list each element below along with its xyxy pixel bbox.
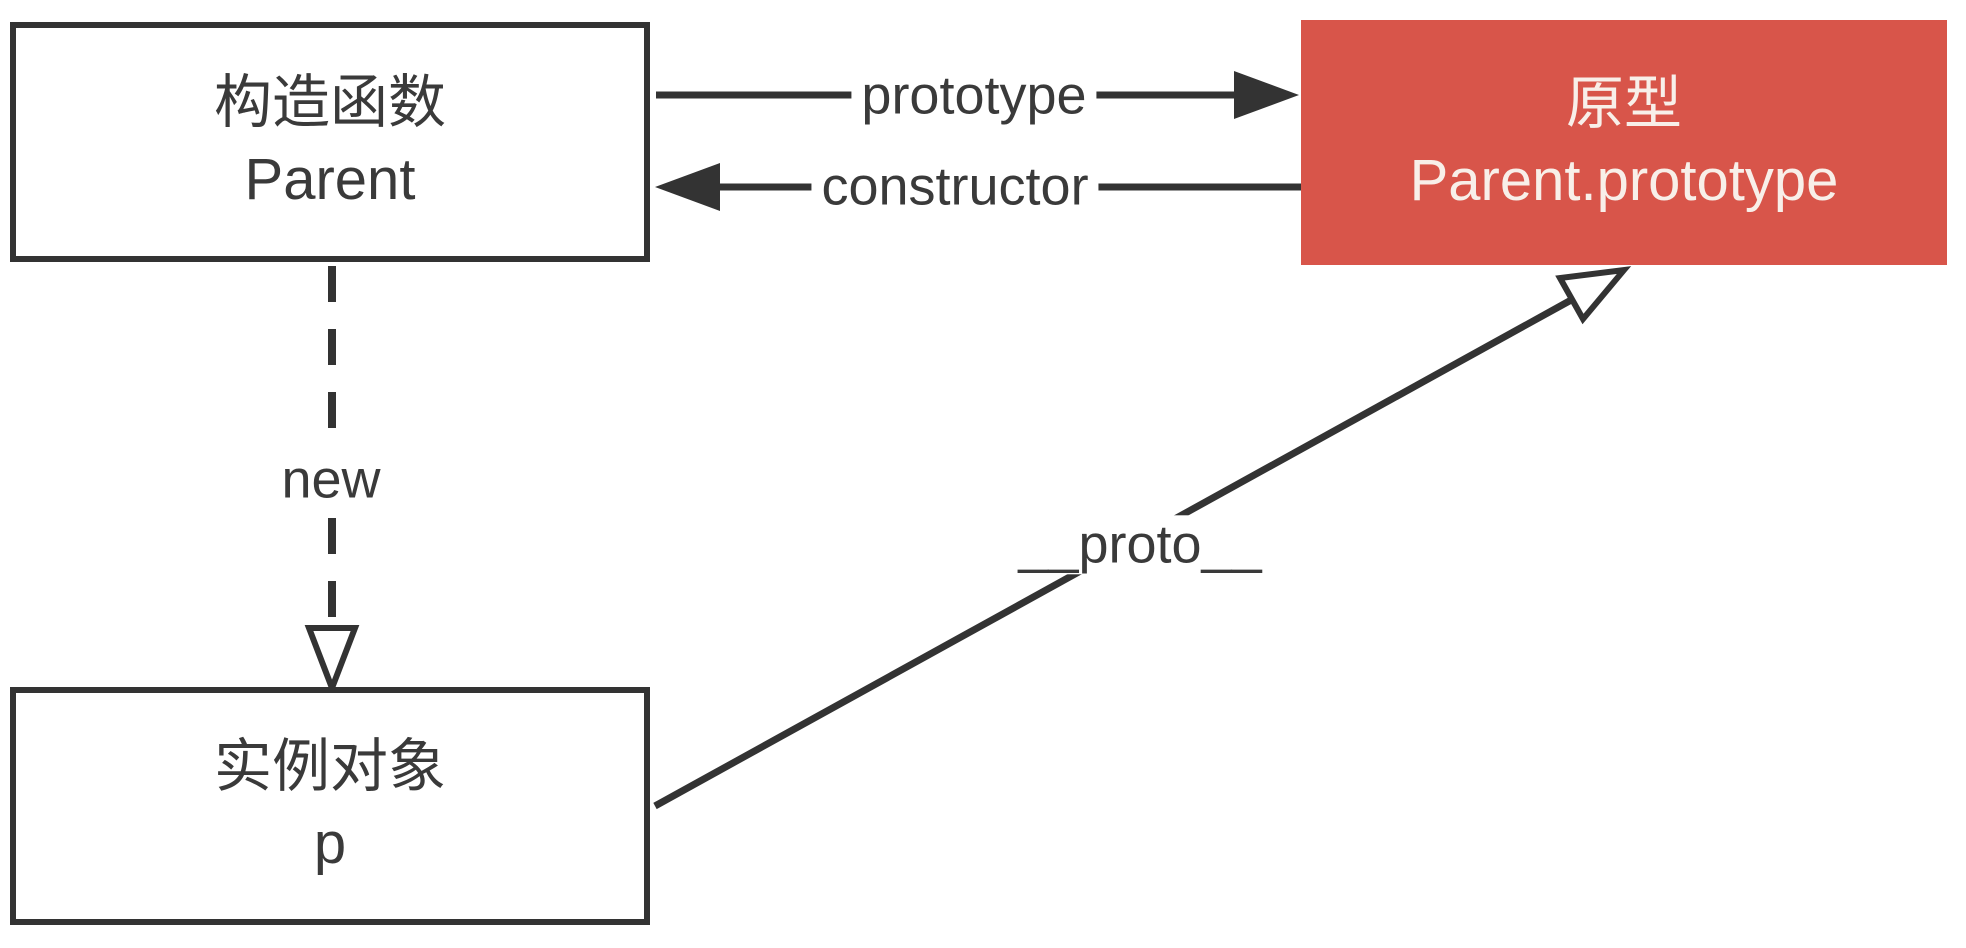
prototype-object-node: 原型 Parent.prototype (1301, 20, 1947, 265)
instance-node-title: 实例对象 (213, 734, 446, 800)
instance-node-name: p (313, 811, 347, 876)
constructor-node-title: 构造函数 (213, 70, 446, 136)
constructor-edge-label: constructor (811, 156, 1099, 217)
instance-object-node: 实例对象 p (10, 687, 650, 925)
constructor-node-name: Parent (244, 147, 416, 212)
prototype-edge-label: prototype (851, 65, 1097, 126)
constructor-function-node: 构造函数 Parent (10, 22, 650, 262)
prototype-node-title: 原型 (1565, 70, 1682, 136)
proto-edge-label: __proto__ (1008, 514, 1272, 575)
new-edge-label: new (271, 449, 391, 510)
prototype-node-name: Parent.prototype (1409, 147, 1839, 213)
